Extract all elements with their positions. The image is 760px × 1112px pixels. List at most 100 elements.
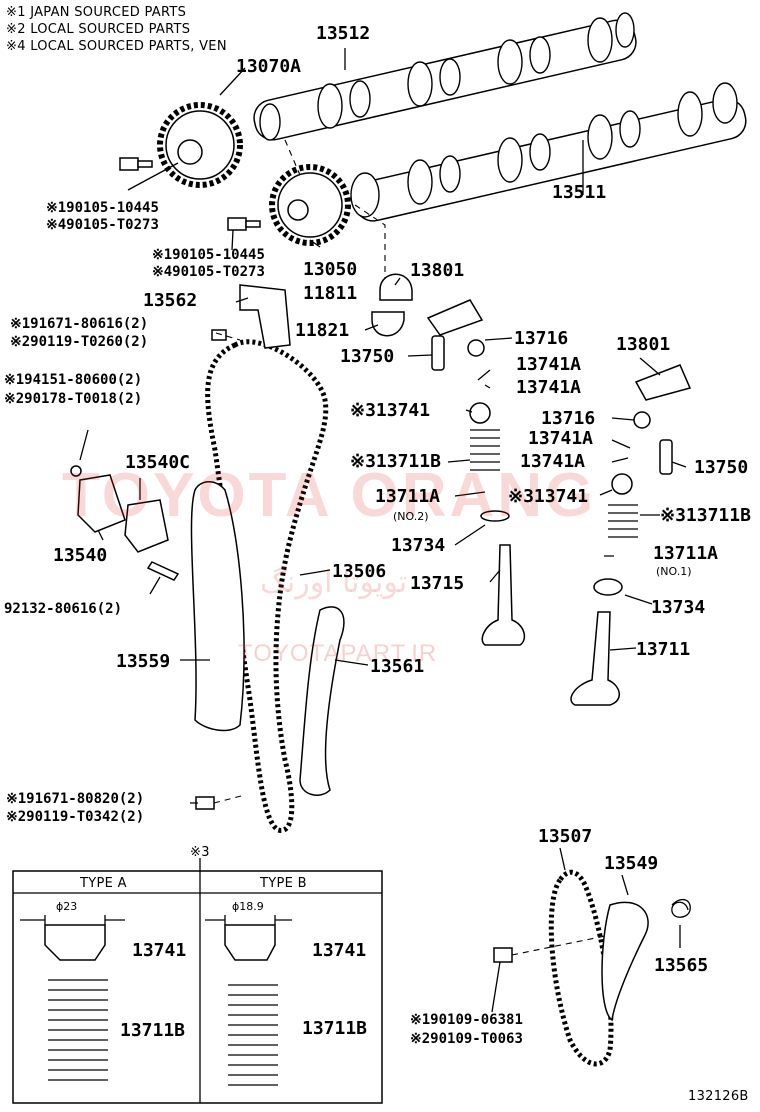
part-label-13561[interactable]: 13561	[370, 656, 425, 677]
seal-13734	[480, 510, 510, 522]
bolt-label-b3a[interactable]: ※191671-80616(2)	[10, 316, 149, 332]
bearing-11821	[371, 311, 405, 337]
part-label-13734-b[interactable]: 13734	[651, 597, 706, 618]
part-label-11821[interactable]: 11821	[295, 320, 350, 341]
timing-chain-13506	[205, 339, 329, 833]
part-label-13511[interactable]: 13511	[552, 182, 607, 203]
valve-spring-icon	[470, 429, 500, 471]
inset-type-a: TYPE A	[80, 876, 127, 891]
camshaft-13512	[253, 12, 637, 141]
valve-13715	[481, 544, 526, 646]
vvt-gear-13050	[269, 164, 351, 246]
part-label-13512[interactable]: 13512	[316, 23, 371, 44]
rocker-arm-13801	[426, 299, 484, 336]
inset-label-13741-a[interactable]: 13741	[132, 940, 187, 961]
part-label-13711B-b[interactable]: ※313711B	[660, 505, 751, 526]
watermark-brand: TOYOTA ORANG	[62, 461, 597, 530]
watermark-site: TOYOTAPART.IR	[238, 640, 438, 667]
chain-slipper-13561	[299, 606, 345, 796]
part-label-13741A-a[interactable]: 13741A	[516, 354, 582, 375]
lash-adjuster-13750	[431, 335, 445, 371]
inset-dim-b: ϕ18.9	[232, 900, 264, 913]
stud-icon	[146, 561, 180, 581]
part-label-13050[interactable]: 13050	[303, 259, 358, 280]
bolt-label-b2a[interactable]: ※190105-10445	[152, 247, 265, 263]
note-japan: ※1 JAPAN SOURCED PARTS	[6, 5, 187, 20]
inset-label-13711B-b[interactable]: 13711B	[302, 1018, 368, 1039]
part-label-13750[interactable]: 13750	[340, 346, 395, 367]
seal-13734-b	[593, 578, 623, 596]
part-label-13750b[interactable]: 13750	[694, 457, 749, 478]
spring-type-b	[228, 984, 278, 1086]
part-label-13711B-a[interactable]: ※313711B	[350, 451, 441, 472]
bolt-label-b1b[interactable]: ※490105-T0273	[46, 217, 159, 233]
pad-13716	[467, 339, 485, 357]
part-label-13801[interactable]: 13801	[410, 260, 465, 281]
bolt-label-b6b[interactable]: ※290119-T0342(2)	[6, 809, 145, 825]
gasket-ring-icon	[70, 465, 82, 477]
pad-13716-b	[633, 411, 651, 429]
bolt-label-b6a[interactable]: ※191671-80820(2)	[6, 791, 145, 807]
bolt-label-b7b[interactable]: ※290109-T0063	[410, 1031, 523, 1047]
vvt-gear-13070A	[157, 102, 243, 188]
inset-label-13711B-a[interactable]: 13711B	[120, 1020, 186, 1041]
part-label-13716b[interactable]: 13716	[541, 408, 596, 429]
part-label-13734-a[interactable]: 13734	[391, 535, 446, 556]
bolt-label-b1a[interactable]: ※190105-10445	[46, 200, 159, 216]
note-local-ven: ※4 LOCAL SOURCED PARTS, VEN	[6, 39, 227, 54]
part-label-13801b[interactable]: 13801	[616, 334, 671, 355]
camshaft-13511	[350, 82, 747, 222]
part-label-13741A-b[interactable]: 13741A	[516, 377, 582, 398]
part-label-13741A-d[interactable]: 13741A	[520, 451, 586, 472]
bolt-label-b4b[interactable]: ※290178-T0018(2)	[4, 391, 143, 407]
bolt-label-b3b[interactable]: ※290119-T0260(2)	[10, 334, 149, 350]
inset-marker: ※3	[190, 845, 210, 860]
label-no2: (NO.2)	[393, 510, 429, 523]
chain-damper-13562	[239, 284, 291, 349]
part-label-13070A[interactable]: 13070A	[236, 56, 302, 77]
part-label-13540C[interactable]: 13540C	[125, 452, 191, 473]
bolt-label-b7a[interactable]: ※190109-06381	[410, 1012, 523, 1028]
part-label-13711A-b[interactable]: 13711A	[653, 543, 719, 564]
guide-13549	[601, 901, 649, 1022]
figure-id: 132126B	[688, 1089, 749, 1104]
tensioner-13540	[77, 474, 126, 533]
part-label-13741-a[interactable]: ※313741	[350, 400, 431, 421]
part-label-13562[interactable]: 13562	[143, 290, 198, 311]
part-label-11811[interactable]: 11811	[303, 283, 358, 304]
part-label-13549[interactable]: 13549	[604, 853, 659, 874]
retainer-13741-b	[611, 473, 633, 495]
part-label-13711A-a[interactable]: 13711A	[375, 486, 441, 507]
gasket-13540C	[124, 499, 169, 553]
part-label-13507[interactable]: 13507	[538, 826, 593, 847]
dim-line-b	[205, 915, 292, 925]
part-label-13715[interactable]: 13715	[410, 573, 465, 594]
inset-label-13741-b[interactable]: 13741	[312, 940, 367, 961]
part-label-13559[interactable]: 13559	[116, 651, 171, 672]
bolt-label-b4a[interactable]: ※194151-80600(2)	[4, 372, 143, 388]
retainer-type-b	[224, 924, 276, 961]
part-label-13716[interactable]: 13716	[514, 328, 569, 349]
part-label-13540[interactable]: 13540	[53, 545, 108, 566]
note-local: ※2 LOCAL SOURCED PARTS	[6, 22, 191, 37]
valve-13711	[570, 611, 620, 706]
lash-adjuster-13750-b	[659, 439, 673, 475]
rocker-arm-13801-b	[634, 364, 692, 401]
part-label-13741A-c[interactable]: 13741A	[528, 428, 594, 449]
bolt-label-b2b[interactable]: ※490105-T0273	[152, 264, 265, 280]
bolt-icon	[119, 157, 513, 963]
retainer-13741	[469, 402, 491, 424]
stud-label-b5[interactable]: 92132-80616(2)	[4, 601, 123, 617]
retainer-type-a	[44, 924, 106, 961]
part-label-13711[interactable]: 13711	[636, 639, 691, 660]
inset-type-b: TYPE B	[260, 876, 307, 891]
watermark-persian: تویوتا اورنگ	[260, 565, 408, 600]
part-label-13565[interactable]: 13565	[654, 955, 709, 976]
part-label-13506[interactable]: 13506	[332, 561, 387, 582]
part-label-13741-b[interactable]: ※313741	[508, 486, 589, 507]
chain-13507	[548, 869, 614, 1067]
inset-box	[12, 858, 383, 1104]
valve-spring-icon	[608, 504, 638, 538]
